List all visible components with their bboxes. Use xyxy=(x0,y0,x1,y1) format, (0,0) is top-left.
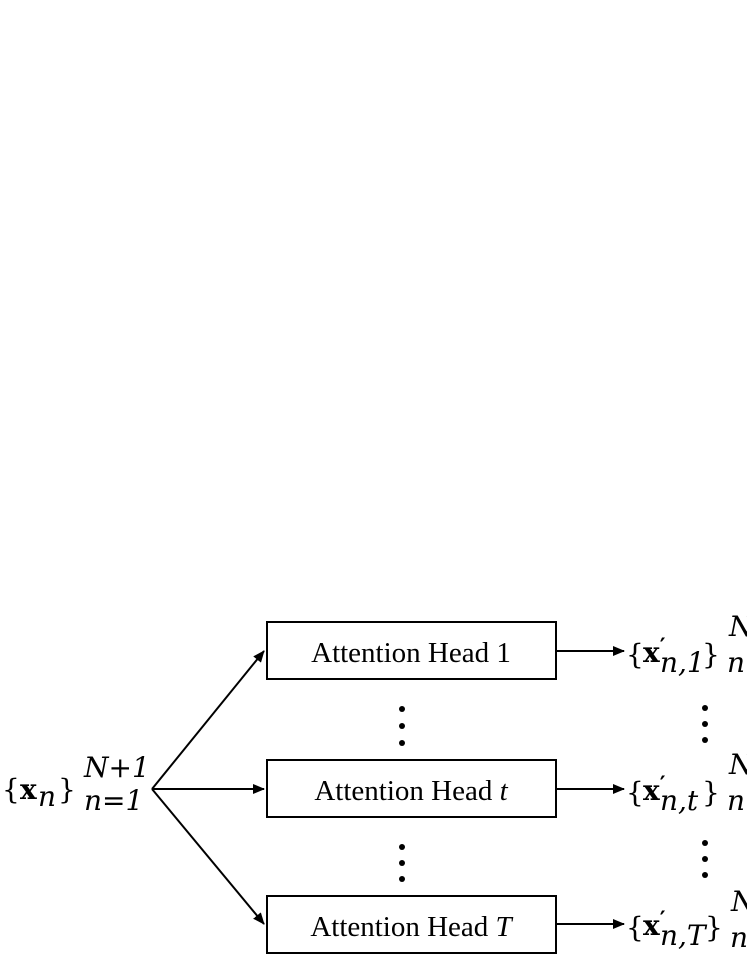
edge-input-to-head-1 xyxy=(151,650,265,790)
output-T-sub: n,T xyxy=(660,919,708,952)
output-T-close-brace: } xyxy=(705,911,723,944)
output-1-lower: n= xyxy=(727,646,747,679)
attention-head-t-box xyxy=(266,759,557,818)
input-x: x xyxy=(20,773,37,806)
attention-head-T: Attention Head T xyxy=(266,895,557,954)
output-set-t: { x′ n,t } N n= xyxy=(626,748,747,817)
input-open-brace: { xyxy=(2,773,20,806)
output-t-sub: n,t xyxy=(660,784,699,817)
output-ellipsis-lower xyxy=(702,840,708,878)
attention-head-t: Attention Head t xyxy=(266,759,557,818)
head-ellipsis-lower xyxy=(399,844,405,882)
output-ellipsis-upper xyxy=(702,705,708,743)
output-t-close-brace: } xyxy=(702,776,720,809)
output-t-open-brace: { xyxy=(626,776,644,809)
output-1-sub: n,1 xyxy=(660,646,705,679)
attention-head-T-box xyxy=(266,895,557,954)
input-set: { x n } N+1 n=1 xyxy=(2,751,150,817)
output-1-close-brace: } xyxy=(702,638,720,671)
input-close-brace: } xyxy=(58,773,76,806)
input-sub: n xyxy=(38,780,56,813)
output-t-lower: n= xyxy=(727,784,747,817)
output-set-T: { x′ n,T } N n xyxy=(626,885,747,954)
output-1-open-brace: { xyxy=(626,638,644,671)
output-T-open-brace: { xyxy=(626,911,644,944)
output-1-x: x′ xyxy=(643,634,666,669)
head-ellipsis-upper xyxy=(399,706,405,746)
attention-head-1-label: Attention Head 1 xyxy=(311,637,511,669)
output-T-x: x′ xyxy=(643,907,666,942)
edge-input-to-head-T xyxy=(151,788,265,925)
output-t-sup: N xyxy=(728,748,747,781)
output-T-lower: n xyxy=(730,921,747,954)
input-lower: n=1 xyxy=(84,784,143,817)
output-set-1: { x′ n,1 } N n= xyxy=(626,610,747,679)
input-sup: N+1 xyxy=(83,751,150,784)
output-1-sup: N xyxy=(728,610,747,643)
output-T-sup: N xyxy=(730,885,747,918)
attention-head-1: Attention Head 1 xyxy=(266,621,557,680)
attention-head-T-label: Attention Head T xyxy=(310,911,513,943)
output-t-x: x′ xyxy=(643,772,666,807)
attention-head-t-label: Attention Head t xyxy=(314,775,508,807)
